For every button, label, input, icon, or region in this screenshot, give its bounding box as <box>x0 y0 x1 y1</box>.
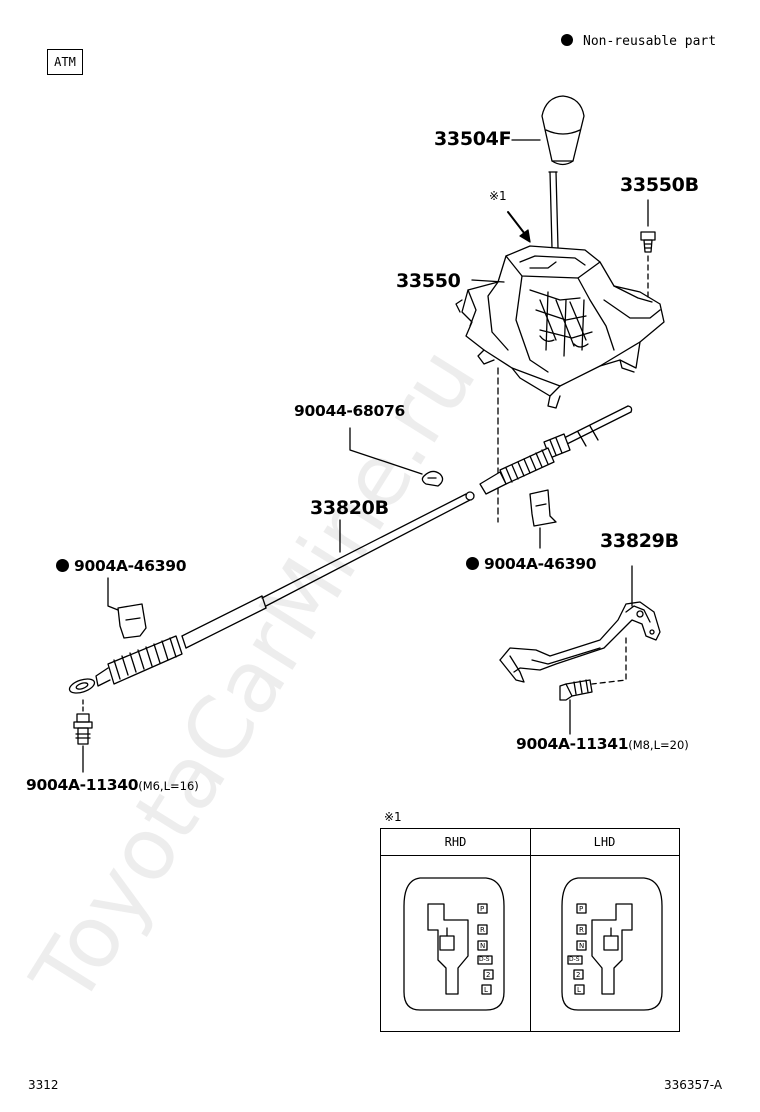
shift-pattern-table: RHD LHD <box>380 828 680 1032</box>
lever-rod <box>549 171 559 249</box>
detail-title: ※1 <box>384 810 402 824</box>
lhd-pos-n: N <box>579 942 585 950</box>
lhd-pos-l: L <box>577 986 581 994</box>
label-shift-lever: 33550 <box>396 270 461 292</box>
rhd-pos-p: P <box>480 905 485 913</box>
lhd-pos-2: 2 <box>576 971 581 979</box>
column-rhd: RHD <box>381 829 531 856</box>
bolt-bracket-drawing <box>559 679 593 701</box>
shift-lever-housing-drawing <box>455 245 665 409</box>
label-bolt-bracket: 9004A-11341(M8,L=20) <box>516 735 689 753</box>
rhd-pos-l: L <box>484 986 488 994</box>
rhd-pos-n: N <box>480 942 486 950</box>
label-cable: 33820B <box>310 497 389 519</box>
page-number: 3312 <box>28 1078 59 1092</box>
rhd-pos-r: R <box>480 926 485 934</box>
non-reusable-dot-icon <box>56 559 69 572</box>
legend: Non-reusable part <box>561 34 716 49</box>
clip-center-drawing <box>529 489 557 527</box>
non-reusable-dot-icon <box>561 34 573 46</box>
label-bolt-top: 33550B <box>620 174 699 196</box>
clip-left-drawing <box>117 603 147 639</box>
bolt-left-drawing <box>73 713 93 745</box>
label-ref-mark: ※1 <box>489 189 507 203</box>
rhd-pos-2: 2 <box>486 971 491 979</box>
rhd-gate-drawing <box>403 877 505 1011</box>
atm-section-tag: ATM <box>47 49 83 75</box>
bracket-33829b-drawing <box>499 601 661 683</box>
clip-90044-drawing <box>421 470 444 487</box>
label-clip-left: 9004A-46390 <box>56 557 187 575</box>
rhd-pos-ds: D-S <box>479 956 490 963</box>
label-bolt-left: 9004A-11340(M6,L=16) <box>26 776 199 794</box>
non-reusable-dot-icon <box>466 557 479 570</box>
label-knob: 33504F <box>434 128 512 150</box>
figure-id: 336357-A <box>664 1078 723 1092</box>
lhd-gate-drawing <box>561 877 663 1011</box>
bolt-33550b-drawing <box>640 231 656 253</box>
lhd-pos-r: R <box>579 926 584 934</box>
legend-label: Non-reusable part <box>583 34 717 49</box>
label-bracket: 33829B <box>600 530 679 552</box>
label-clip-center: 9004A-46390 <box>466 555 597 573</box>
shift-knob-drawing <box>541 95 585 166</box>
lhd-pos-ds: D-S <box>569 956 580 963</box>
lhd-pos-p: P <box>579 905 584 913</box>
label-clip: 90044-68076 <box>294 402 405 420</box>
column-lhd: LHD <box>530 829 679 856</box>
control-cable-drawing <box>68 405 633 694</box>
